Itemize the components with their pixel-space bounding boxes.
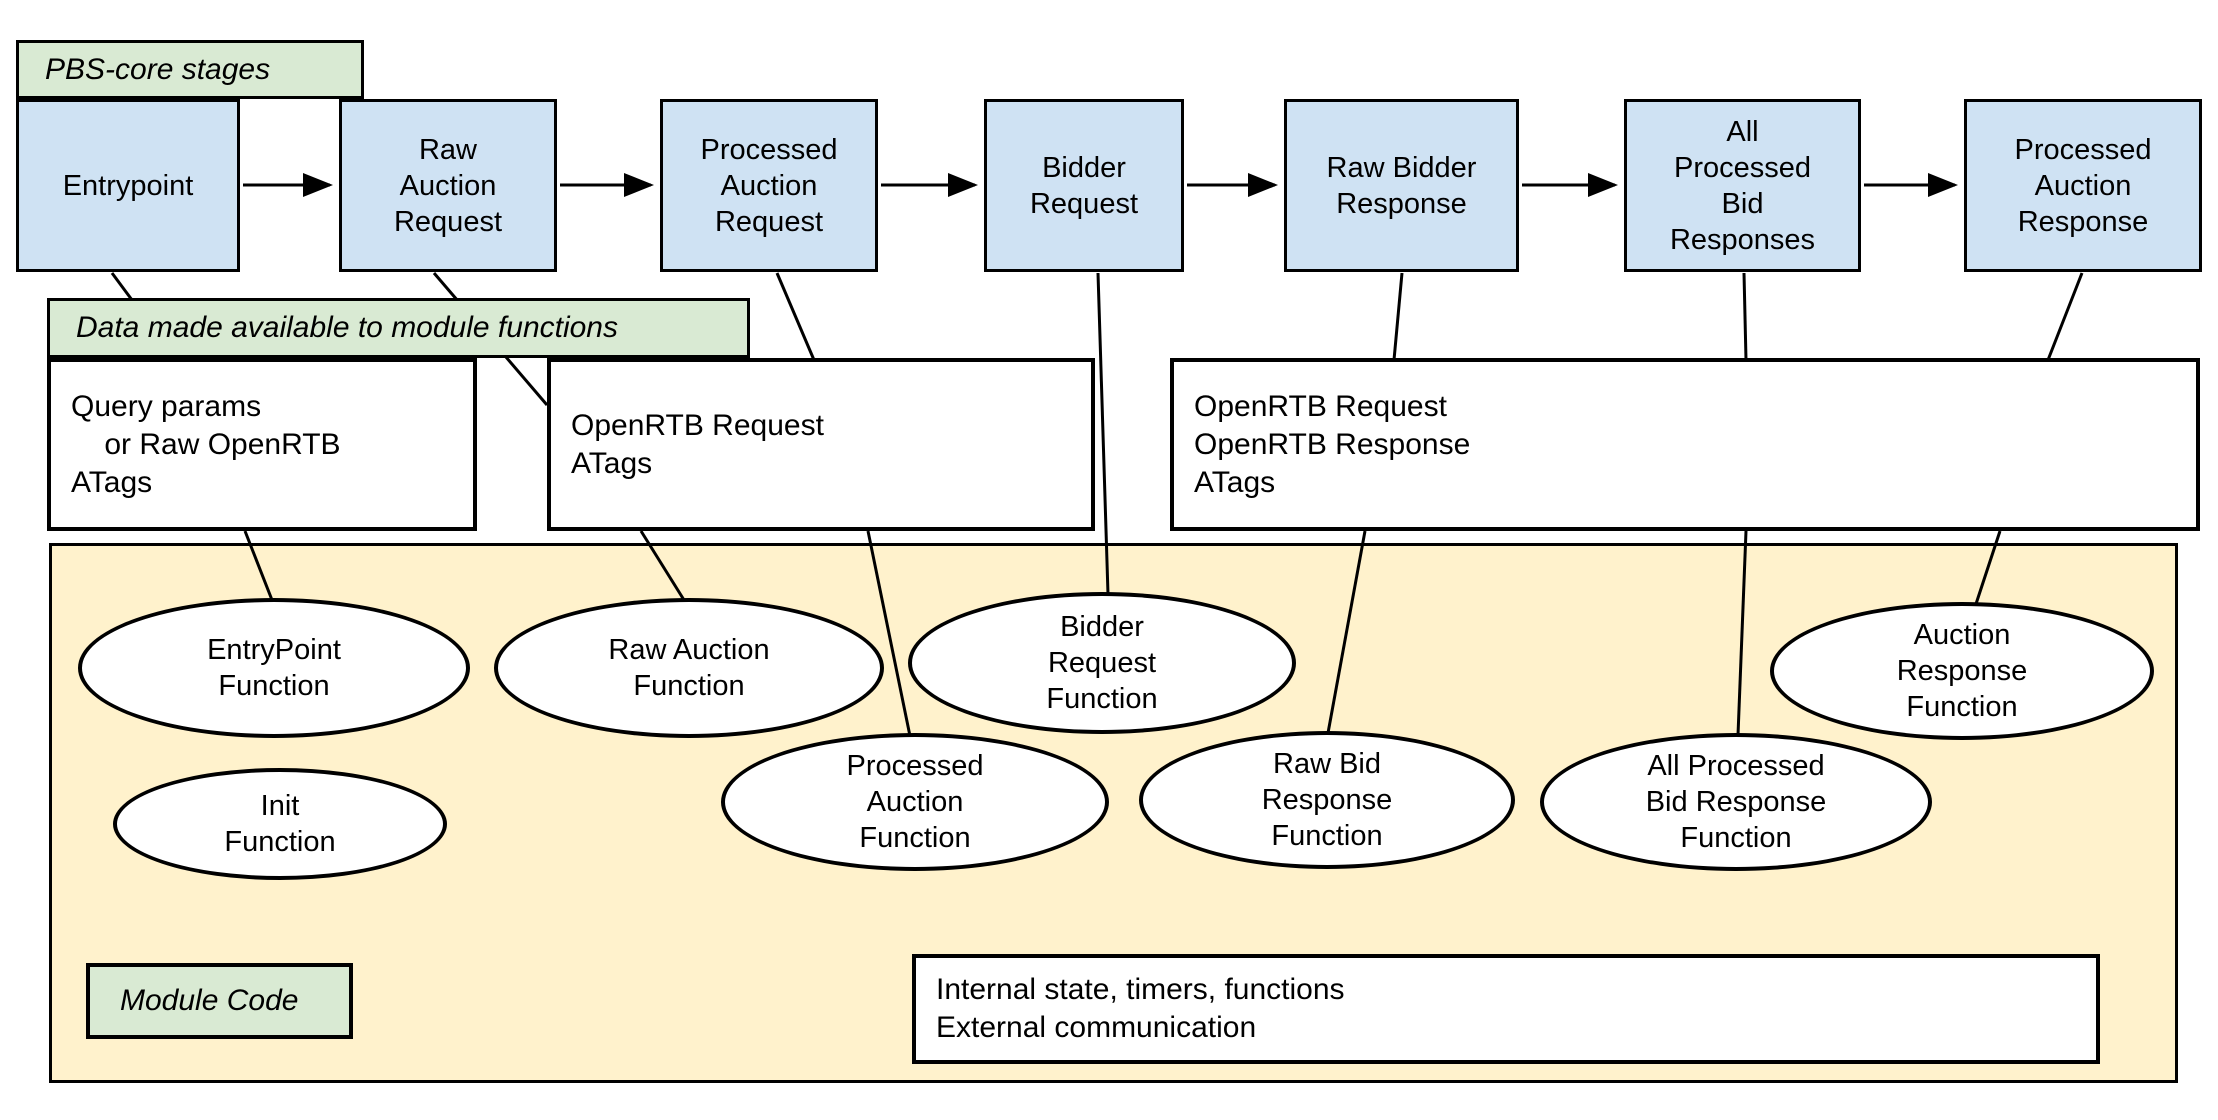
- stage-box-raw-auction-request: Raw Auction Request: [339, 99, 557, 272]
- connector-line: [1742, 272, 1748, 361]
- data-box-request-data: OpenRTB Request ATags: [547, 358, 1095, 531]
- data-available-label: Data made available to module functions: [47, 298, 750, 358]
- connector-line: [1096, 272, 1110, 595]
- connector-line: [866, 530, 912, 737]
- connector-line: [1392, 272, 1404, 361]
- stage-box-raw-bidder-response: Raw Bidder Response: [1284, 99, 1519, 272]
- function-ellipse-auction-response: Auction Response Function: [1770, 602, 2154, 740]
- module-code-label: Module Code: [86, 963, 353, 1039]
- function-ellipse-entrypoint: EntryPoint Function: [78, 598, 470, 738]
- stage-box-processed-auction-response: Processed Auction Response: [1964, 99, 2202, 272]
- pbs-core-stages-label: PBS-core stages: [16, 40, 364, 99]
- stage-box-entrypoint: Entrypoint: [16, 99, 240, 272]
- stage-box-all-processed-bid-responses: All Processed Bid Responses: [1624, 99, 1861, 272]
- data-box-response-data: OpenRTB Request OpenRTB Response ATags: [1170, 358, 2200, 531]
- connector-line: [1736, 530, 1748, 736]
- function-ellipse-bidder-request: Bidder Request Function: [908, 592, 1296, 734]
- connector-line: [775, 272, 816, 361]
- internal-state-box: Internal state, timers, functions Extern…: [912, 954, 2100, 1064]
- connector-line: [2046, 272, 2084, 361]
- function-ellipse-raw-auction: Raw Auction Function: [494, 598, 884, 738]
- connector-line: [639, 530, 686, 601]
- stage-box-bidder-request: Bidder Request: [984, 99, 1184, 272]
- function-ellipse-raw-bid-response: Raw Bid Response Function: [1139, 731, 1515, 869]
- connector-line: [1972, 530, 2002, 611]
- connector-line: [110, 272, 134, 301]
- function-ellipse-all-processed-bid-response: All Processed Bid Response Function: [1540, 733, 1932, 871]
- function-ellipse-processed-auction: Processed Auction Function: [721, 733, 1109, 871]
- connector-line: [1326, 530, 1367, 734]
- stage-box-processed-auction-request: Processed Auction Request: [660, 99, 878, 272]
- connector-line: [243, 530, 274, 601]
- function-ellipse-init: Init Function: [113, 768, 447, 880]
- data-box-entrypoint-data: Query params or Raw OpenRTB ATags: [47, 358, 477, 531]
